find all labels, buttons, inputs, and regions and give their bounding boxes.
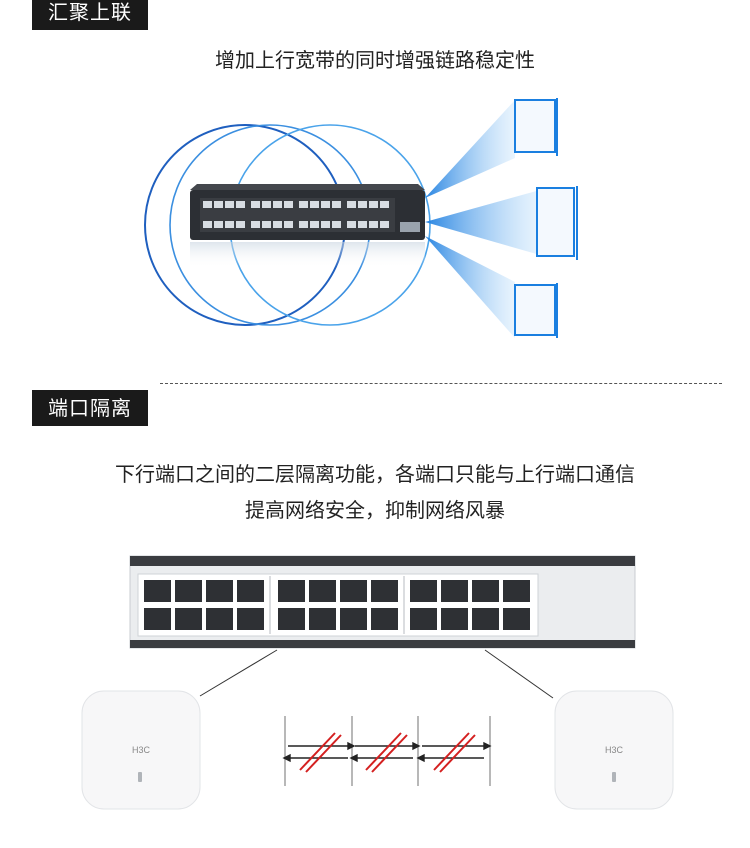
- signal-beams: [425, 100, 540, 338]
- switch-device: [190, 184, 425, 268]
- access-point-right: [554, 690, 674, 810]
- laptop-icon: [536, 186, 578, 260]
- blocked-arrow-icon: [416, 732, 492, 773]
- connection-line-left: [199, 649, 278, 697]
- section-divider: [160, 383, 722, 384]
- port-isolation-illustration: H3C H3C: [81, 555, 674, 810]
- laptop-icon: [514, 98, 558, 156]
- blocked-arrow-icon: [349, 732, 421, 773]
- switch-front-panel: [129, 555, 636, 649]
- ap-brand-label: H3C: [605, 745, 624, 755]
- ap-brand-label: H3C: [132, 745, 151, 755]
- uplink-illustration: [144, 98, 578, 338]
- access-point-left: [81, 690, 201, 810]
- connection-line-right: [484, 649, 554, 699]
- isolation-caption-line1: 下行端口之间的二层隔离功能，各端口只能与上行端口通信: [115, 462, 635, 486]
- section-tag-port-isolation: 端口隔离: [32, 390, 148, 426]
- blocked-arrow-icon: [282, 732, 356, 773]
- blocked-traffic-icons: [282, 716, 492, 786]
- uplink-caption: 增加上行宽带的同时增强链路稳定性: [215, 48, 535, 72]
- section-tag-uplink: 汇聚上联: [32, 0, 148, 30]
- isolation-caption-line2: 提高网络安全，抑制网络风暴: [245, 498, 505, 522]
- laptop-icon: [514, 283, 558, 338]
